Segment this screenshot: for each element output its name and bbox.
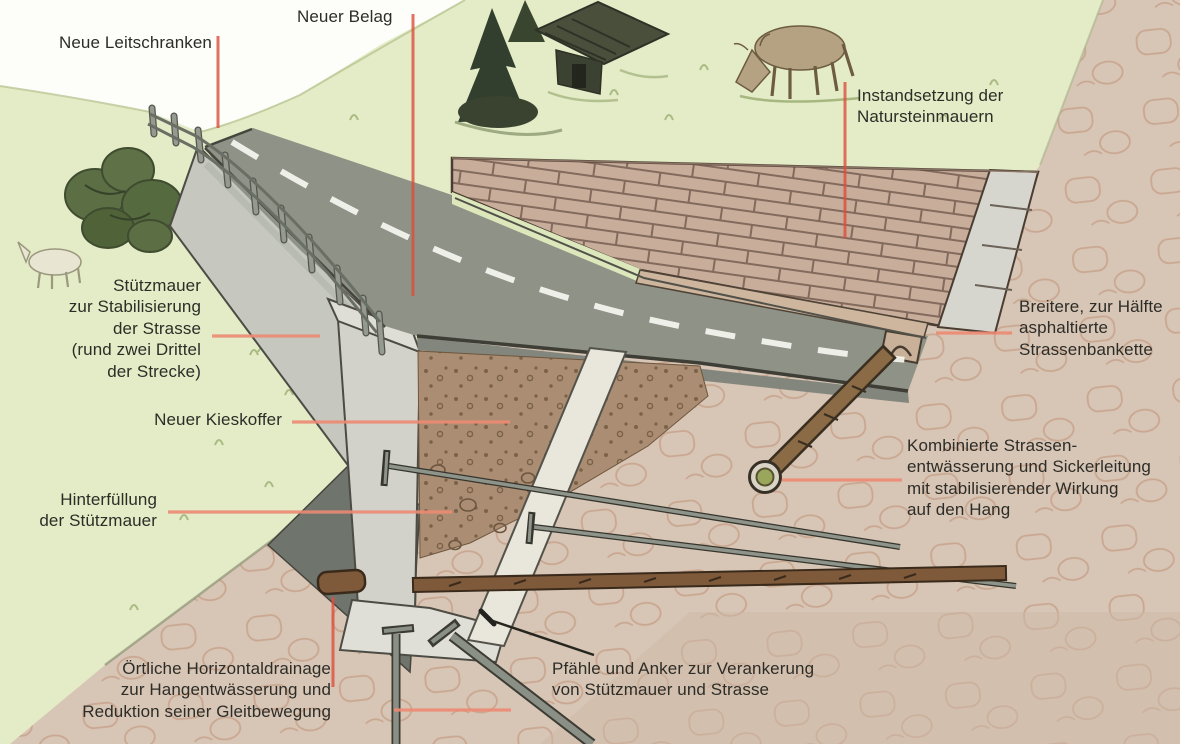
leader-lines-salmon bbox=[168, 331, 1012, 712]
foundation-pile-vertical bbox=[381, 624, 415, 744]
mountain-hut bbox=[533, 0, 671, 103]
label-neuer-belag: Neuer Belag bbox=[297, 7, 393, 26]
label-stuetzmauer: Stützmauer zur Stabilisierung der Strass… bbox=[68, 276, 201, 381]
road-surface bbox=[205, 128, 928, 391]
leader-pfaehle-black bbox=[489, 618, 595, 657]
foundation-anchor-diagonal bbox=[427, 618, 596, 744]
label-horizontaldrainage: Örtliche Horizontaldrainage zur Hangentw… bbox=[82, 659, 331, 721]
retaining-wall bbox=[168, 144, 508, 674]
gravel-pebbles bbox=[430, 464, 536, 551]
seepage-pipe bbox=[748, 344, 897, 494]
label-neuer-kieskoffer: Neuer Kieskoffer bbox=[154, 410, 282, 429]
label-strassenbankette: Breitere, zur Hälfte asphaltierte Strass… bbox=[1019, 297, 1163, 359]
concrete-pile bbox=[466, 346, 628, 648]
guardrail-lower-rail bbox=[147, 122, 379, 334]
drainage-pipe-stub bbox=[316, 568, 367, 596]
sky bbox=[0, 0, 465, 132]
guardrail-top-rail bbox=[149, 112, 382, 323]
label-neue-leitschranken: Neue Leitschranken bbox=[58, 33, 212, 52]
goat bbox=[17, 241, 82, 289]
ground-anchor-upper bbox=[380, 449, 901, 550]
bush-cluster bbox=[64, 147, 183, 253]
horizontal-drainage-pipe bbox=[411, 565, 1008, 593]
drainage-pipes bbox=[316, 344, 1008, 596]
label-hinterfuellung: Hinterfüllung der Stützmauer bbox=[39, 490, 157, 531]
scenery bbox=[17, 0, 999, 611]
label-instandsetzung-natursteinmauern: Instandsetzung der Natursteinmauern bbox=[857, 86, 1004, 127]
label-pfaehle-und-anker: Pfähle und Anker zur Verankerung von Stü… bbox=[552, 659, 815, 700]
subsurface bbox=[417, 346, 709, 648]
guardrail bbox=[147, 104, 386, 356]
label-strassenentwaesserung: Kombinierte Strassen- entwässerung und S… bbox=[907, 436, 1151, 520]
leader-lines-red bbox=[216, 14, 847, 687]
soil-shade bbox=[540, 612, 1180, 744]
pine-trees bbox=[454, 0, 563, 136]
cow bbox=[733, 25, 861, 103]
